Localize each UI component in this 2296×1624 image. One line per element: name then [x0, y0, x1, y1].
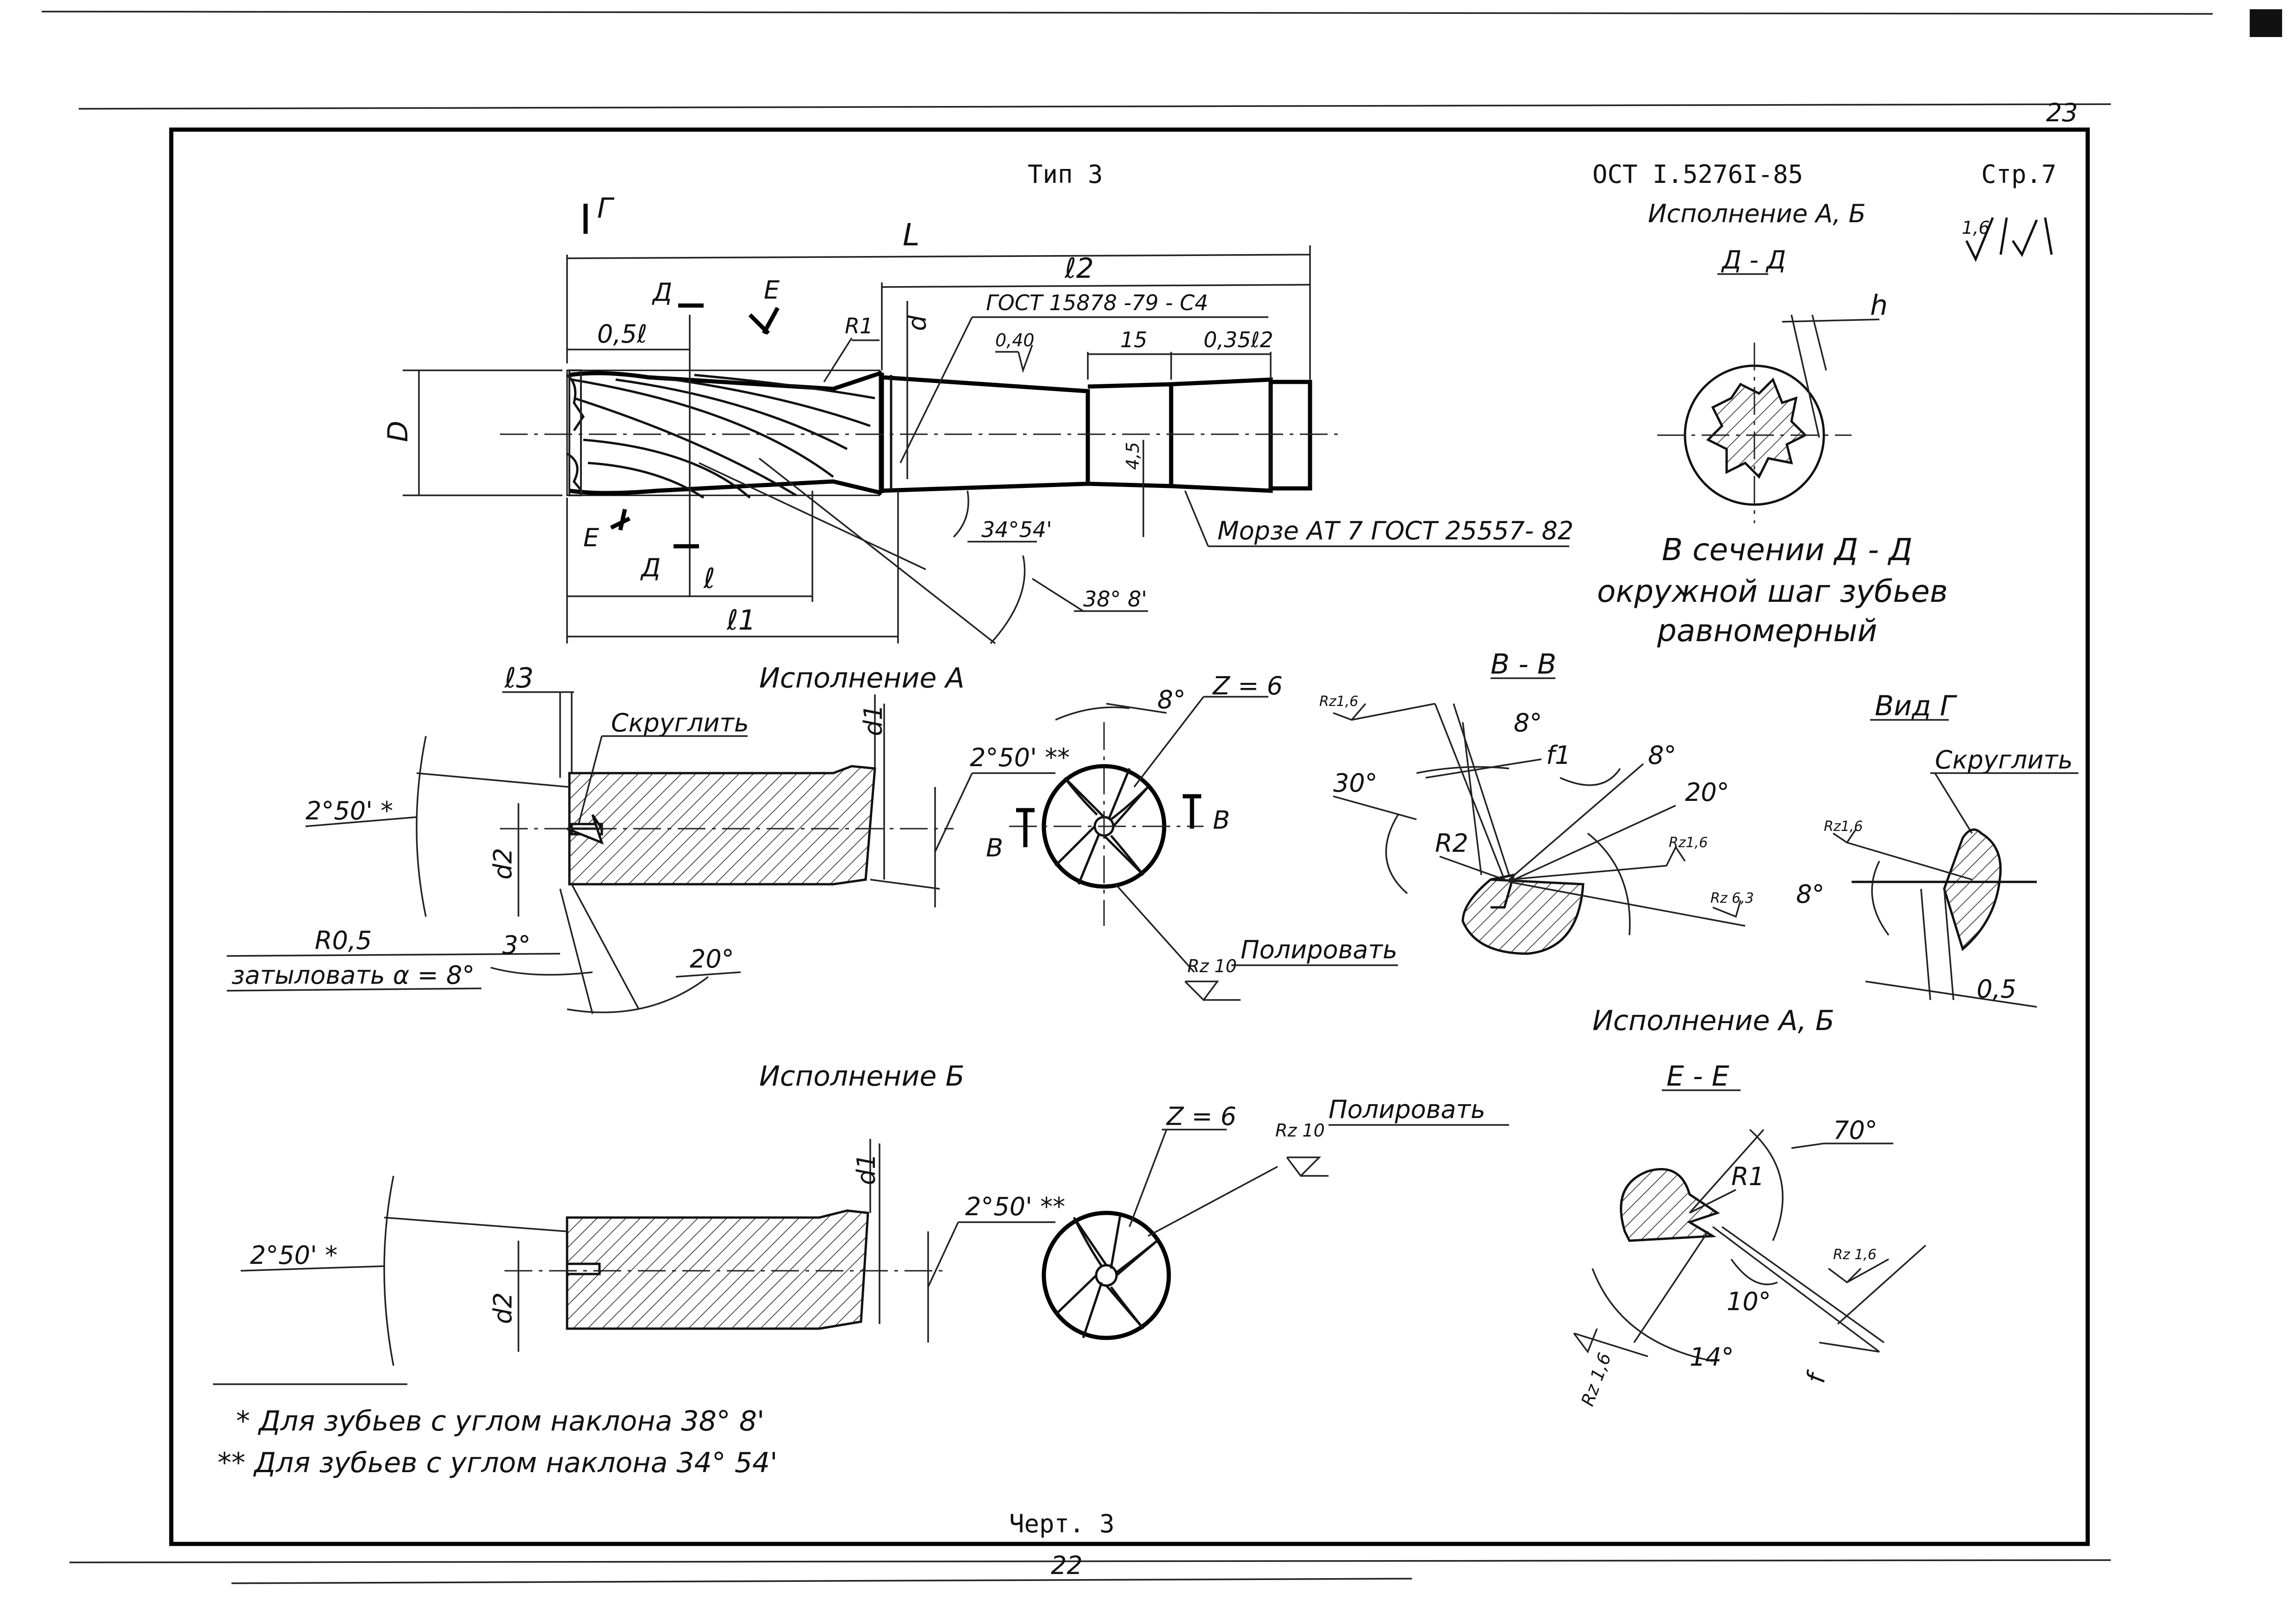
svg-text:Е - Е: Е - Е: [1666, 1060, 1729, 1093]
svg-text:Rz 10: Rz 10: [1275, 1120, 1325, 1141]
svg-text:R1: R1: [845, 313, 873, 338]
note-2: ** Для зубьев с углом наклона 34° 54': [218, 1447, 778, 1479]
svg-text:Исполнение А, Б: Исполнение А, Б: [1592, 1005, 1834, 1037]
svg-text:Rz 6,3: Rz 6,3: [1710, 890, 1754, 906]
svg-text:Полировать: Полировать: [1241, 935, 1398, 964]
svg-text:R1: R1: [1731, 1162, 1765, 1191]
note-1: * Для зубьев с углом наклона 38° 8': [236, 1405, 765, 1437]
standard-code: ОСТ I.5276I-85: [1592, 160, 1803, 189]
svg-text:затыловать α = 8°: затыловать α = 8°: [231, 961, 474, 990]
svg-text:Rz 1,6: Rz 1,6: [1833, 1247, 1877, 1263]
svg-text:f1: f1: [1546, 741, 1571, 770]
svg-text:8°: 8°: [1157, 685, 1185, 714]
svg-text:Rz 1,6: Rz 1,6: [1577, 1350, 1615, 1409]
svg-text:2°50' **: 2°50' **: [970, 743, 1070, 772]
corner-number: 23: [2046, 98, 2078, 127]
svg-text:ℓ3: ℓ3: [504, 662, 534, 694]
svg-text:h: h: [1870, 289, 1888, 322]
svg-text:8°: 8°: [1514, 708, 1542, 737]
svg-text:Исполнение А: Исполнение А: [759, 662, 965, 694]
svg-text:30°: 30°: [1333, 768, 1378, 798]
svg-text:8°: 8°: [1648, 741, 1676, 770]
section-bb: В - В Rz1,6 8° f1 8° 30° 20° Rz1,6 R2 Rz…: [1319, 648, 1754, 955]
svg-text:0,5: 0,5: [1977, 974, 2016, 1004]
svg-text:4,5: 4,5: [1123, 442, 1143, 470]
drawing-caption: Черт. 3: [1009, 1509, 1115, 1538]
svg-text:38° 8': 38° 8': [1083, 587, 1147, 612]
section-dd: Исполнение А, Б Д - Д h В сечении Д - Д …: [1597, 199, 1948, 649]
roughness-general-symbol: 1,6: [1962, 217, 2053, 262]
svg-text:В - В: В - В: [1491, 648, 1556, 681]
svg-text:8°: 8°: [1796, 880, 1824, 909]
notes: * Для зубьев с углом наклона 38° 8' ** Д…: [213, 1383, 778, 1479]
svg-text:Полировать: Полировать: [1329, 1095, 1485, 1124]
sheet-frame: [41, 9, 2282, 1584]
svg-text:Г: Г: [597, 192, 615, 225]
svg-text:d1: d1: [859, 704, 888, 736]
type-label: Тип 3: [1028, 160, 1103, 189]
svg-text:d2: d2: [488, 848, 518, 880]
svg-text:Д: Д: [652, 278, 672, 307]
sheet-number: 22: [1051, 1551, 1083, 1580]
svg-text:Z = 6: Z = 6: [1166, 1102, 1236, 1131]
svg-text:В сечении Д - Д: В сечении Д - Д: [1662, 532, 1913, 568]
svg-text:равномерный: равномерный: [1657, 613, 1877, 649]
svg-text:3°: 3°: [502, 931, 530, 960]
svg-text:Rz1,6: Rz1,6: [1669, 835, 1708, 851]
svg-text:2°50' *: 2°50' *: [250, 1241, 337, 1270]
main-view: L ℓ2 0,5ℓ R1 d D ℓ ℓ1 Г Д Д: [382, 192, 1573, 644]
svg-text:В: В: [986, 833, 1003, 862]
svg-text:70°: 70°: [1833, 1116, 1878, 1145]
svg-text:Rz1,6: Rz1,6: [1319, 693, 1358, 710]
svg-text:ℓ: ℓ: [703, 562, 715, 595]
svg-text:Rz 10: Rz 10: [1187, 956, 1237, 976]
section-ee: Исполнение А, Б Е - Е 70° R1 Rz 1,6 10° …: [1573, 1005, 1927, 1409]
svg-text:R0,5: R0,5: [315, 926, 372, 955]
execution-a: Исполнение А ℓ3 Скруглить d1 d2 2°50' * …: [226, 662, 1398, 1014]
svg-text:d1: d1: [852, 1153, 881, 1185]
svg-text:окружной шаг зубьев: окружной шаг зубьев: [1597, 574, 1948, 609]
svg-text:Е: Е: [764, 275, 780, 305]
svg-text:Е: Е: [583, 523, 599, 552]
view-g: Вид Г Скруглить Rz1,6 8° 0,5: [1796, 690, 2078, 1008]
svg-text:34°54': 34°54': [981, 517, 1052, 542]
svg-text:0,5ℓ: 0,5ℓ: [597, 319, 647, 349]
svg-text:15: 15: [1120, 327, 1148, 352]
svg-text:Вид Г: Вид Г: [1875, 690, 1958, 722]
svg-text:Исполнение Б: Исполнение Б: [759, 1060, 965, 1093]
svg-text:20°: 20°: [1685, 778, 1729, 807]
svg-text:f: f: [1801, 1368, 1832, 1386]
svg-text:ГОСТ 15878 -79 - С4: ГОСТ 15878 -79 - С4: [986, 290, 1208, 315]
svg-text:0,40: 0,40: [995, 330, 1035, 350]
svg-text:ℓ1: ℓ1: [726, 604, 756, 637]
svg-text:10°: 10°: [1727, 1287, 1771, 1316]
svg-text:L: L: [903, 217, 920, 253]
svg-text:2°50' **: 2°50' **: [965, 1192, 1065, 1221]
svg-text:14°: 14°: [1690, 1343, 1734, 1372]
execution-b: Исполнение Б d1 d2 2°50' * 2°50' ** Z = …: [240, 1060, 1509, 1366]
svg-text:20°: 20°: [690, 944, 734, 974]
svg-text:Z = 6: Z = 6: [1212, 671, 1283, 700]
svg-text:Rz1,6: Rz1,6: [1824, 818, 1863, 835]
svg-text:D: D: [382, 421, 414, 442]
svg-text:R2: R2: [1435, 829, 1468, 858]
svg-text:В: В: [1213, 806, 1230, 835]
svg-text:Д - Д: Д - Д: [1721, 245, 1786, 275]
svg-text:2°50' *: 2°50' *: [306, 796, 393, 825]
svg-text:Скруглить: Скруглить: [611, 708, 749, 737]
svg-text:Д: Д: [640, 553, 661, 582]
svg-text:Морзе АТ 7 ГОСТ 25557- 82: Морзе АТ 7 ГОСТ 25557- 82: [1217, 516, 1573, 545]
svg-text:Исполнение А, Б: Исполнение А, Б: [1648, 199, 1866, 228]
svg-text:d2: d2: [488, 1292, 518, 1324]
svg-text:Скруглить: Скруглить: [1935, 745, 2073, 775]
page-number: Стр.7: [1981, 160, 2057, 189]
svg-text:0,35ℓ2: 0,35ℓ2: [1204, 327, 1273, 352]
svg-text:ℓ2: ℓ2: [1064, 252, 1094, 285]
